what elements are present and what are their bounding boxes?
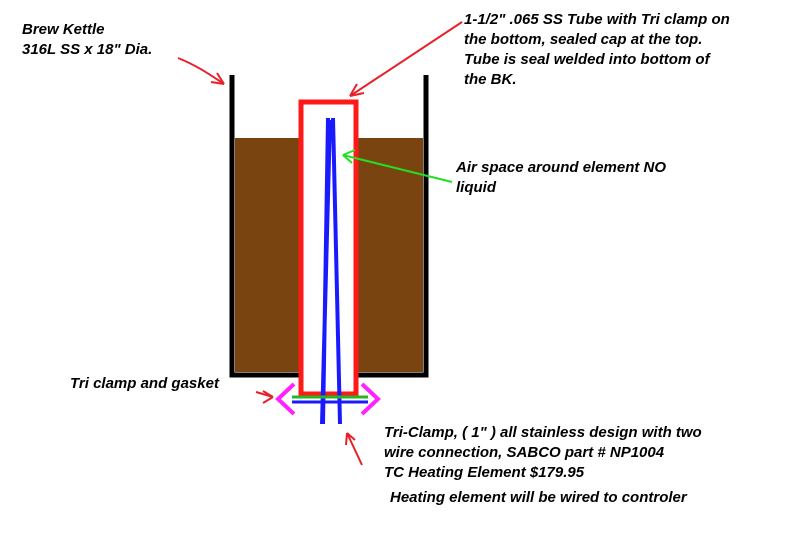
element-arrow xyxy=(345,432,363,466)
label-air-space: Air space around element NO liquid xyxy=(456,158,666,198)
label-wired-controller-line: Heating element will be wired to control… xyxy=(390,489,687,506)
tri-clamp-left xyxy=(275,382,296,416)
label-air-space-line: liquid xyxy=(456,179,496,196)
tri-clamp-right xyxy=(360,382,381,416)
label-ss-tube-line: the BK. xyxy=(464,71,517,88)
label-tri-clamp: Tri clamp and gasket xyxy=(70,374,219,394)
label-ss-tube: 1-1/2" .065 SS Tube with Tri clamp on the… xyxy=(464,10,730,90)
heating-element xyxy=(320,117,342,425)
label-heating-element-line: TC Heating Element $179.95 xyxy=(384,464,585,481)
ss-tube xyxy=(298,99,359,397)
tube-arrow xyxy=(349,21,463,97)
label-air-space-line: Air space around element NO xyxy=(456,159,667,176)
clamp-arrow xyxy=(255,390,274,404)
label-brew-kettle: Brew Kettle 316L SS x 18" Dia. xyxy=(22,20,152,60)
label-ss-tube-line: Tube is seal welded into bottom of xyxy=(464,51,710,68)
kettle-arrow xyxy=(177,57,225,85)
label-ss-tube-line: 1-1/2" .065 SS Tube with Tri clamp on xyxy=(464,11,730,28)
label-heating-element-line: Tri-Clamp, ( 1" ) all stainless design w… xyxy=(384,424,702,441)
label-tri-clamp-line: Tri clamp and gasket xyxy=(70,375,219,392)
label-brew-kettle-line: Brew Kettle xyxy=(22,21,105,38)
air-space-arrow xyxy=(342,149,453,183)
label-brew-kettle-line: 316L SS x 18" Dia. xyxy=(22,41,153,58)
label-ss-tube-line: the bottom, sealed cap at the top. xyxy=(464,31,703,48)
label-heating-element: Tri-Clamp, ( 1" ) all stainless design w… xyxy=(384,423,702,483)
label-heating-element-line: wire connection, SABCO part # NP1004 xyxy=(384,444,665,461)
label-wired-controller: Heating element will be wired to control… xyxy=(390,488,687,508)
